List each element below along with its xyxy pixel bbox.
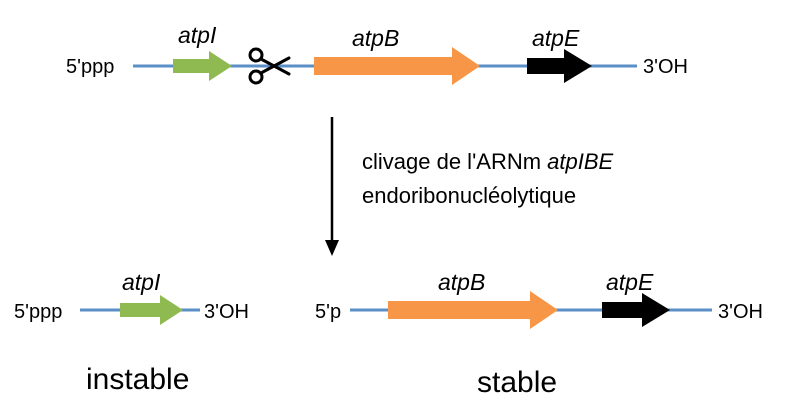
bottom-left-five-prime-label: 5'ppp bbox=[14, 301, 62, 323]
top-atpB-arrow bbox=[314, 47, 480, 85]
instable-label: instable bbox=[86, 363, 189, 396]
process-arrowhead bbox=[325, 240, 339, 256]
top-mrna: 5'ppp 3'OH atpI atpB atpE bbox=[66, 22, 688, 85]
top-atpE-arrow bbox=[527, 49, 592, 83]
top-three-prime-label: 3'OH bbox=[643, 56, 688, 78]
process-step: clivage de l'ARNm atpIBE endoribonucléol… bbox=[325, 117, 614, 256]
bottom-right-three-prime-label: 3'OH bbox=[718, 301, 763, 323]
top-atpE-label: atpE bbox=[532, 25, 580, 51]
bottom-right-fragment: 5'p 3'OH atpB atpE stable bbox=[315, 269, 763, 399]
bottom-atpE-label: atpE bbox=[606, 269, 654, 295]
caption-gene-name: atpIBE bbox=[547, 149, 613, 174]
bottom-atpI-label: atpI bbox=[122, 269, 161, 295]
process-caption-line2: endoribonucléolytique bbox=[362, 183, 576, 208]
top-atpB-label: atpB bbox=[352, 25, 399, 51]
top-atpI-label: atpI bbox=[178, 22, 217, 48]
stable-label: stable bbox=[477, 366, 557, 399]
bottom-atpB-arrow bbox=[388, 291, 558, 329]
bottom-right-five-prime-label: 5'p bbox=[315, 301, 341, 323]
caption-prefix: clivage de l'ARNm bbox=[362, 149, 547, 174]
scissors-icon bbox=[248, 47, 291, 85]
bottom-left-fragment: 5'ppp 3'OH atpI instable bbox=[14, 269, 249, 396]
bottom-atpI-arrow bbox=[120, 295, 183, 325]
process-caption-line1: clivage de l'ARNm atpIBE bbox=[362, 149, 614, 174]
top-atpI-arrow bbox=[173, 51, 232, 81]
bottom-left-three-prime-label: 3'OH bbox=[204, 301, 249, 323]
bottom-atpB-label: atpB bbox=[438, 269, 485, 295]
top-five-prime-label: 5'ppp bbox=[66, 56, 114, 78]
bottom-atpE-arrow bbox=[602, 293, 670, 327]
